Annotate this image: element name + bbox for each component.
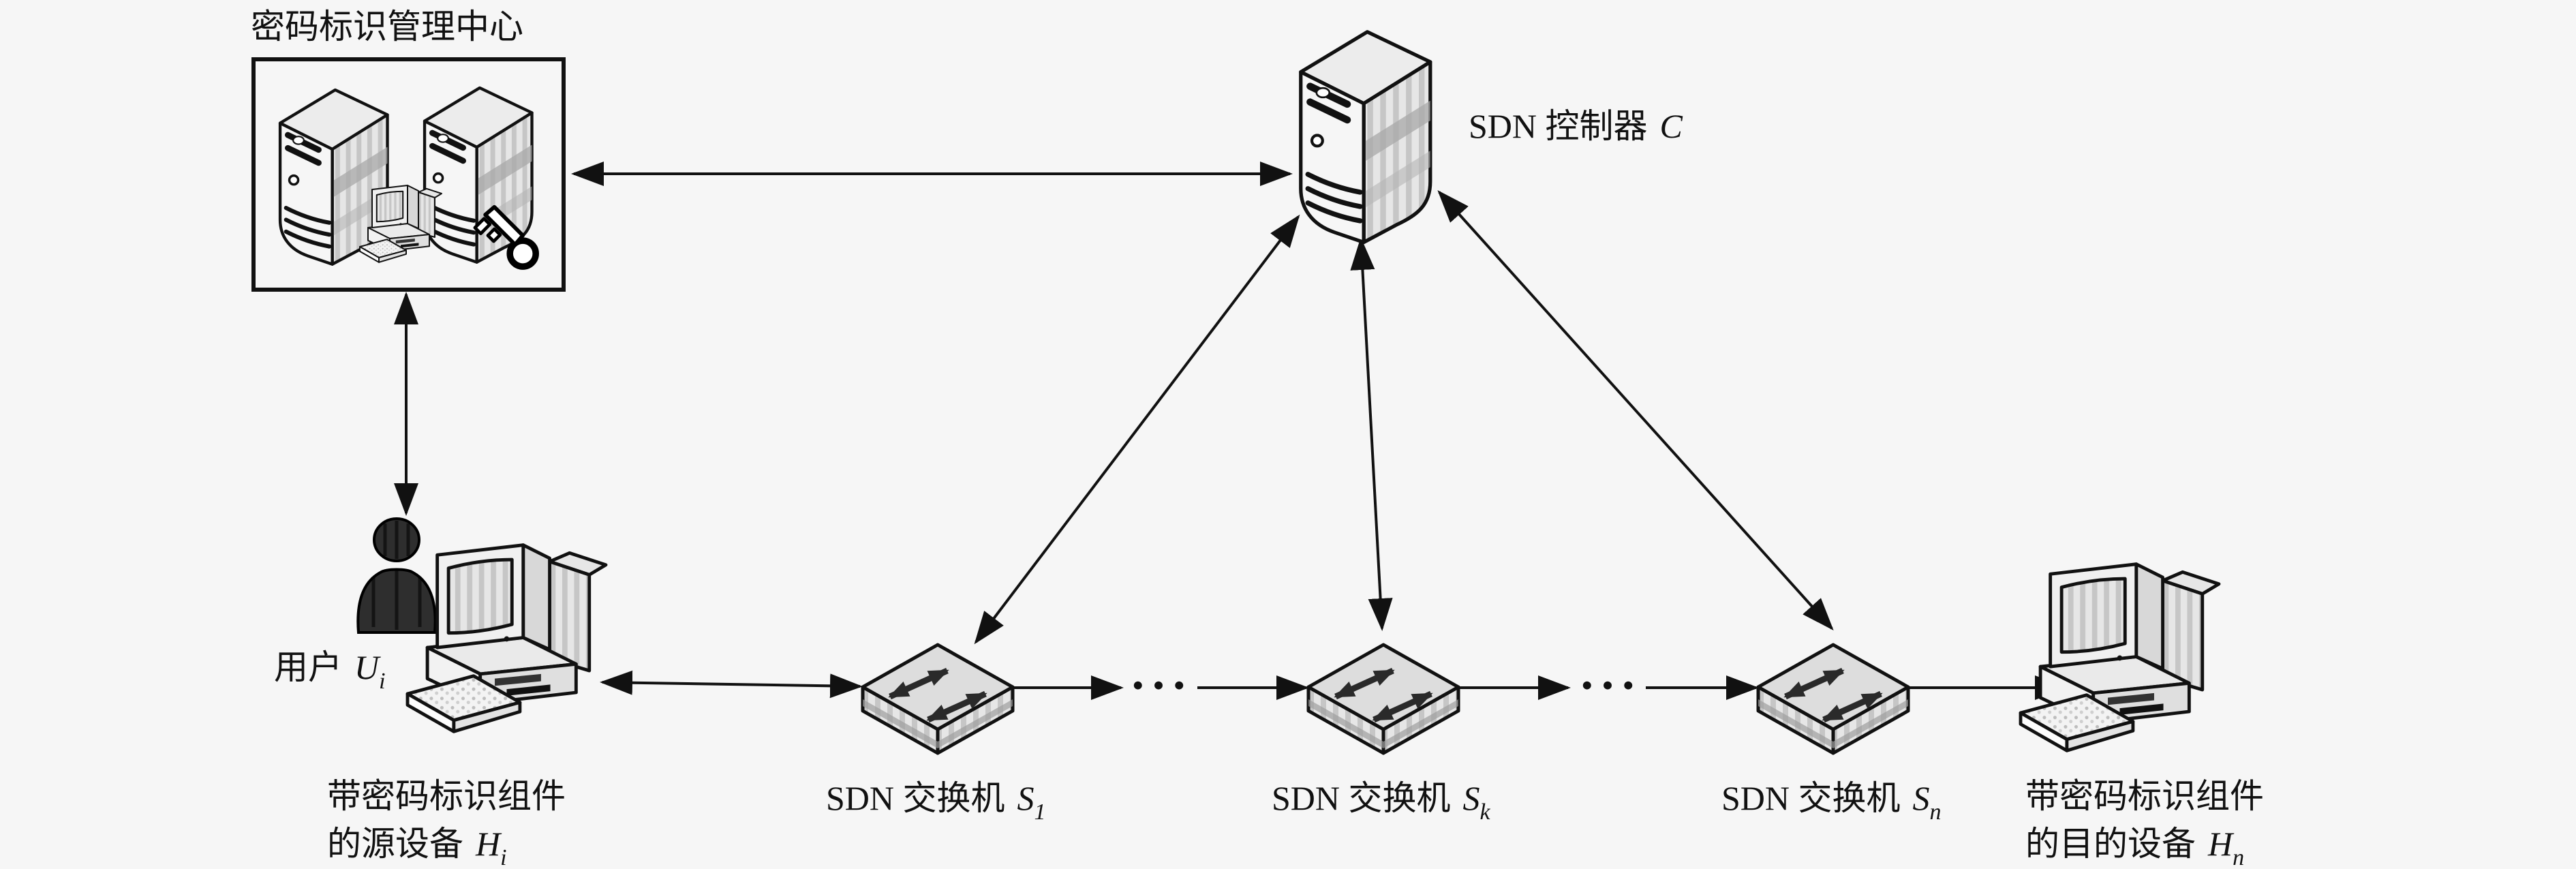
source-device-var: H [475, 825, 502, 863]
link-controller-switchn [1437, 190, 1834, 630]
controller-var: C [1660, 107, 1683, 145]
switchk-var: S [1463, 779, 1480, 817]
link-source-switch1 [600, 670, 863, 699]
switchk-sub: k [1480, 799, 1491, 825]
links [394, 162, 2068, 700]
user-sub: i [379, 669, 385, 694]
switch1-var: S [1017, 779, 1034, 817]
dest-device-sub: n [2233, 845, 2244, 869]
user-var: U [354, 648, 381, 686]
controller-label: SDN 控制器 C [1469, 107, 1683, 145]
switch1-label: SDN 交换机 S1 [826, 779, 1046, 825]
switchn-label-text: SDN 交换机 [1721, 779, 1901, 817]
switch1-sub: 1 [1034, 799, 1046, 825]
management-center-title: 密码标识管理中心 [251, 7, 523, 46]
switchn-sub: n [1930, 799, 1942, 825]
link-controller-switchk [1350, 237, 1393, 631]
user-label: 用户 Ui [274, 648, 386, 694]
switch1-label-text: SDN 交换机 [826, 779, 1005, 817]
dest-device-var: H [2207, 825, 2235, 863]
ellipsis-2: ··· [1580, 660, 1642, 712]
controller-label-text: SDN 控制器 [1469, 107, 1648, 145]
switchn-label: SDN 交换机 Sn [1721, 779, 1942, 825]
switchk-label-text: SDN 交换机 [1272, 779, 1451, 817]
source-device-label-line1: 带密码标识组件 [327, 777, 566, 815]
switchk-label: SDN 交换机 Sk [1272, 779, 1491, 825]
source-device-label-line2: 的源设备 Hi [327, 825, 507, 869]
user-label-text: 用户 [274, 648, 342, 686]
dest-device-label-line1: 带密码标识组件 [2025, 777, 2264, 815]
link-controller-switch1 [974, 214, 1300, 645]
switchn-var: S [1913, 779, 1930, 817]
dest-device-label-text: 的目的设备 [2025, 825, 2196, 863]
source-device-label-text: 的源设备 [327, 825, 463, 863]
sdn-controller-icon [1301, 32, 1430, 243]
dest-device-label-line2: 的目的设备 Hn [2025, 825, 2244, 869]
ellipsis-1: ··· [1131, 660, 1193, 712]
source-device-sub: i [500, 845, 506, 869]
